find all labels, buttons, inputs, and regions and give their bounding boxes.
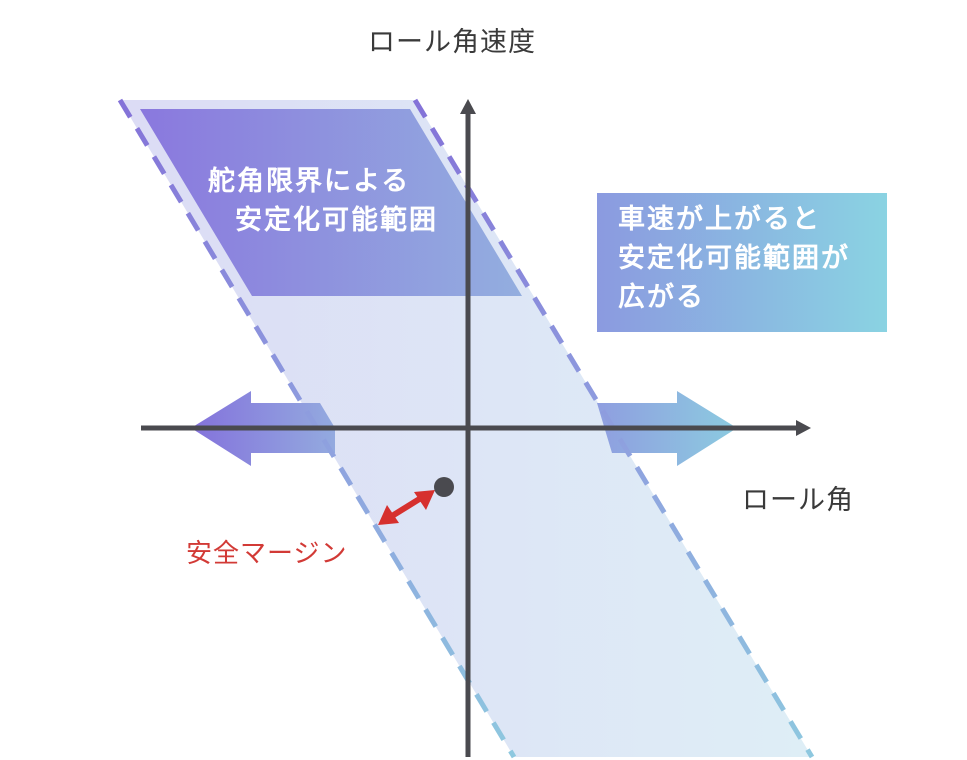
speed-increase-label: 車速が上がると 安定化可能範囲が 広がる <box>618 200 850 317</box>
y-axis-label: ロール角速度 <box>368 27 536 58</box>
safety-margin-arrowhead-right-icon <box>414 490 435 510</box>
steering-limit-region <box>140 109 522 296</box>
left-boundary-dashed-line <box>117 98 517 759</box>
right-boundary-dashed-line <box>412 98 815 759</box>
safety-margin-arrow-shaft <box>390 495 423 519</box>
steering-limit-label-line2: 安定化可能範囲 <box>235 205 438 236</box>
speed-increase-box <box>597 193 887 332</box>
x-axis-label: ロール角 <box>742 485 854 516</box>
speed-increase-label-line3: 広がる <box>618 282 705 313</box>
safety-margin-label: 安全マージン <box>186 539 348 569</box>
steering-limit-label-line1: 舵角限界による <box>208 166 411 197</box>
y-axis-arrowhead-icon <box>460 99 476 114</box>
speed-increase-label-line2: 安定化可能範囲が <box>618 243 850 274</box>
x-axis-arrowhead-icon <box>796 420 811 436</box>
current-state-dot <box>434 477 454 497</box>
steering-limit-label: 舵角限界による 安定化可能範囲 <box>208 162 438 240</box>
safety-margin-arrowhead-left-icon <box>378 505 399 525</box>
speed-increase-label-line1: 車速が上がると <box>618 204 821 235</box>
